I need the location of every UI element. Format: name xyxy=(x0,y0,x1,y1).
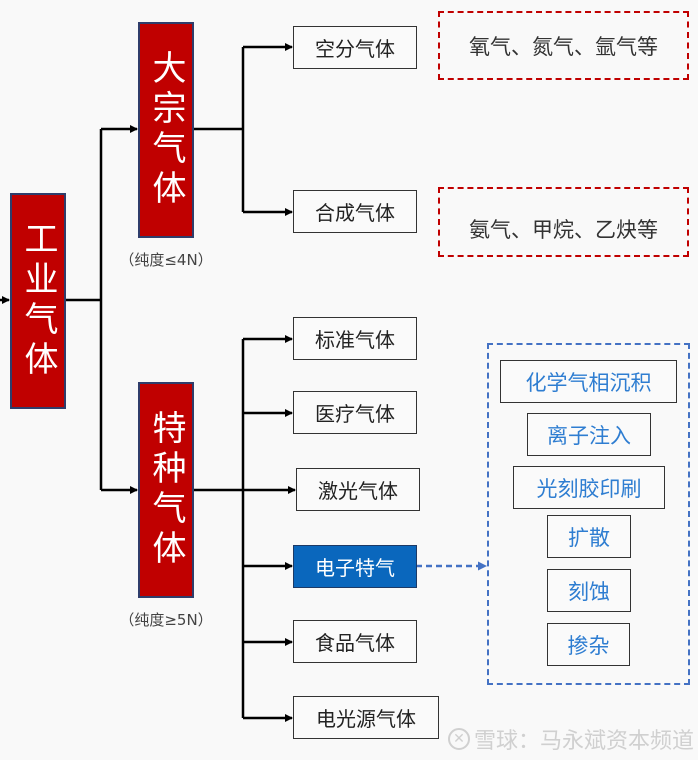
gas-node: 食品气体 xyxy=(293,620,417,663)
process-item: 扩散 xyxy=(547,515,631,558)
process-item: 掺杂 xyxy=(547,623,630,666)
category-bulk-gas: 大宗气体 xyxy=(138,22,194,238)
process-item: 化学气相沉积 xyxy=(500,360,677,403)
processes-group xyxy=(487,343,690,685)
root-label: 工业气体 xyxy=(18,221,58,381)
examples-text: 氧气、氮气、氩气等 xyxy=(469,34,658,59)
examples-box-synthesis: 氨气、甲烷、乙炔等 xyxy=(438,187,689,257)
watermark-text: 雪球：马永斌资本频道 xyxy=(474,729,695,754)
watermark: ✕ 雪球：马永斌资本频道 xyxy=(448,723,694,755)
examples-text: 氨气、甲烷、乙炔等 xyxy=(469,218,658,242)
gas-node: 标准气体 xyxy=(293,317,417,360)
category-label: 特种气体 xyxy=(146,410,186,570)
gas-node-electronic-highlighted: 电子特气 xyxy=(293,545,417,588)
root-node: 工业气体 xyxy=(10,193,66,409)
category-special-gas: 特种气体 xyxy=(138,382,194,598)
gas-node: 电光源气体 xyxy=(293,696,439,739)
examples-box-air-separation: 氧气、氮气、氩气等 xyxy=(438,11,689,80)
process-item: 离子注入 xyxy=(527,413,651,456)
xueqiu-logo-icon: ✕ xyxy=(448,728,470,750)
gas-node: 激光气体 xyxy=(296,468,420,511)
gas-node: 空分气体 xyxy=(293,26,417,69)
gas-node: 合成气体 xyxy=(293,190,417,233)
purity-label-special: （纯度≥5N） xyxy=(119,611,213,629)
purity-label-bulk: （纯度≤4N） xyxy=(119,251,213,269)
process-item: 光刻胶印刷 xyxy=(513,466,665,509)
category-label: 大宗气体 xyxy=(146,50,186,210)
process-item: 刻蚀 xyxy=(547,569,631,612)
gas-node: 医疗气体 xyxy=(293,391,417,434)
